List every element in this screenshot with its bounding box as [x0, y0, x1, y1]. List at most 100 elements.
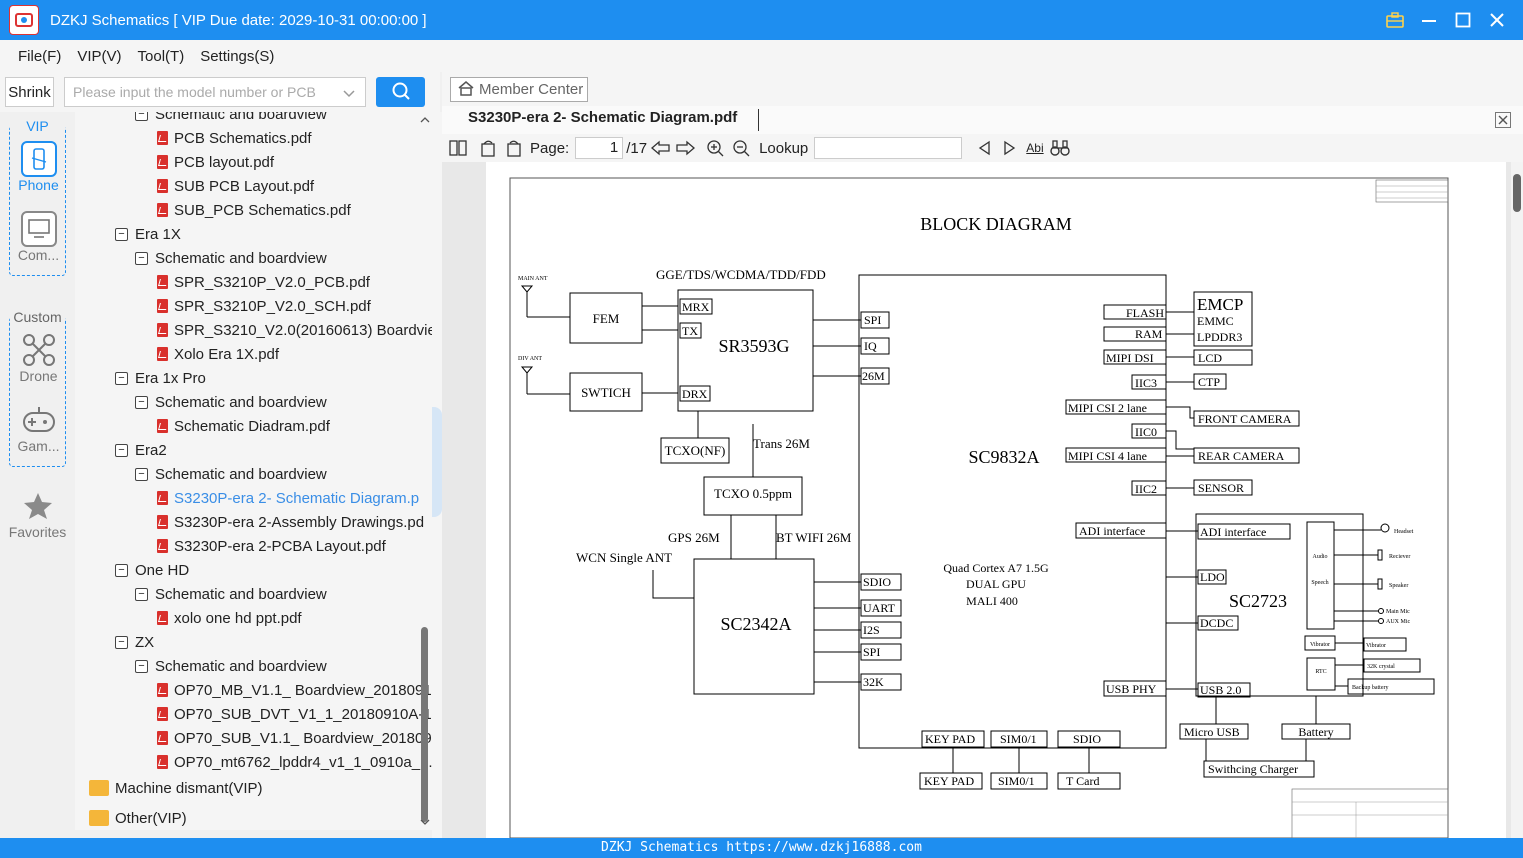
- rail-item-game[interactable]: Gam...: [10, 402, 67, 454]
- rail-item-drone[interactable]: Drone: [10, 332, 67, 384]
- collapse-toggle-icon[interactable]: −: [115, 227, 128, 241]
- menu-file[interactable]: File(F): [18, 47, 62, 65]
- tree-folder-item[interactable]: −Era 1X: [115, 222, 181, 246]
- tree-folder-item[interactable]: −ZX: [115, 630, 154, 654]
- tree-folder-item[interactable]: −Era 1x Pro: [115, 366, 206, 390]
- pin-iic3: IIC3: [1135, 376, 1157, 390]
- folder-icon: [89, 810, 109, 826]
- tree-item-label: OP70_mt6762_lpddr4_v1_1_0910a_1.p: [174, 753, 433, 771]
- tree-file-item[interactable]: OP70_SUB_V1.1_ Boardview_2018091: [157, 726, 433, 750]
- collapse-toggle-icon[interactable]: −: [115, 635, 128, 649]
- tree-folder-item[interactable]: −Era2: [115, 438, 167, 462]
- rf-pin-26m: 26M: [862, 369, 885, 383]
- tree-root-folder[interactable]: Machine dismant(VIP): [89, 776, 263, 800]
- tree-root-folder[interactable]: Other(VIP): [89, 806, 187, 830]
- div-ant-label: DIV ANT: [518, 356, 542, 362]
- tx-label: TX: [682, 324, 698, 338]
- find-prev-icon[interactable]: [974, 138, 994, 158]
- tree-folder-item[interactable]: −Schematic and boardview: [135, 654, 327, 678]
- search-input[interactable]: Please input the model number or PCB: [64, 77, 366, 107]
- tree-file-item[interactable]: OP70_mt6762_lpddr4_v1_1_0910a_1.p: [157, 750, 433, 774]
- prev-page-icon[interactable]: [651, 138, 671, 158]
- tree-folder-item[interactable]: −One HD: [115, 558, 189, 582]
- rotate-left-icon[interactable]: [478, 138, 498, 158]
- next-page-icon[interactable]: [675, 138, 696, 158]
- tree-scrollbar[interactable]: [418, 112, 432, 830]
- collapse-toggle-icon[interactable]: −: [115, 443, 128, 457]
- pdf-viewer[interactable]: BLOCK DIAGRAM MAIN ANT DIV ANT FEM SWTIC…: [442, 162, 1511, 838]
- rail-item-computer[interactable]: Com...: [10, 211, 67, 263]
- close-document-icon[interactable]: [1495, 112, 1511, 128]
- pin-iic2: IIC2: [1135, 482, 1157, 496]
- search-placeholder: Please input the model number or PCB: [73, 84, 316, 100]
- find-next-icon[interactable]: [1000, 138, 1020, 158]
- maximize-icon[interactable]: [1453, 10, 1473, 30]
- collapse-handle[interactable]: [432, 407, 442, 517]
- document-tab[interactable]: S3230P-era 2- Schematic Diagram.pdf: [468, 109, 738, 126]
- rail-item-favorites[interactable]: Favorites: [9, 488, 66, 540]
- member-center-button[interactable]: Member Center: [450, 77, 588, 102]
- close-icon[interactable]: [1487, 10, 1507, 30]
- viewer-scroll-thumb[interactable]: [1513, 174, 1521, 212]
- tree-file-item[interactable]: S3230P-era 2-Assembly Drawings.pd: [157, 510, 424, 534]
- collapse-toggle-icon[interactable]: −: [135, 395, 148, 409]
- tree-file-item[interactable]: PCB layout.pdf: [157, 150, 274, 174]
- vip-label: VIP: [10, 118, 65, 134]
- shrink-button[interactable]: Shrink: [5, 77, 54, 107]
- collapse-toggle-icon[interactable]: −: [115, 371, 128, 385]
- collapse-toggle-icon[interactable]: −: [135, 112, 148, 121]
- match-case-icon[interactable]: Abi: [1026, 141, 1044, 155]
- tree-scroll-thumb[interactable]: [421, 627, 428, 822]
- tree-file-item[interactable]: SUB PCB Layout.pdf: [157, 174, 314, 198]
- tree-folder-item[interactable]: −Schematic and boardview: [135, 582, 327, 606]
- tree-file-item[interactable]: SUB_PCB Schematics.pdf: [157, 198, 351, 222]
- collapse-toggle-icon[interactable]: −: [135, 251, 148, 265]
- viewer-scrollbar[interactable]: [1511, 162, 1523, 838]
- zoom-out-icon[interactable]: [731, 138, 751, 158]
- tree-folder-item[interactable]: −Schematic and boardview: [135, 246, 327, 270]
- tree-folder-item[interactable]: −Schematic and boardview: [135, 462, 327, 486]
- scroll-up-icon: [420, 117, 430, 123]
- tab-separator: [758, 109, 759, 131]
- menu-vip[interactable]: VIP(V): [77, 47, 122, 65]
- collapse-toggle-icon[interactable]: −: [115, 563, 128, 577]
- tree-file-item[interactable]: Xolo Era 1X.pdf: [157, 342, 279, 366]
- soc-label: SC9832A: [968, 447, 1039, 467]
- collapse-toggle-icon[interactable]: −: [135, 467, 148, 481]
- micro-usb-label: Micro USB: [1184, 725, 1240, 739]
- tree-item-label: Schematic and boardview: [155, 112, 327, 123]
- vip-group: VIP Phone Com...: [9, 118, 67, 276]
- page-label: Page:: [530, 139, 570, 157]
- zoom-in-icon[interactable]: [705, 138, 725, 158]
- lookup-input[interactable]: [814, 137, 963, 159]
- menu-tool[interactable]: Tool(T): [137, 47, 185, 65]
- minimize-icon[interactable]: [1419, 10, 1439, 30]
- pdf-file-icon: [157, 323, 168, 337]
- two-page-icon[interactable]: [448, 138, 468, 158]
- rail-item-phone[interactable]: Phone: [10, 141, 67, 193]
- tree-file-item[interactable]: S3230P-era 2-PCBA Layout.pdf: [157, 534, 386, 558]
- tree-file-item[interactable]: SPR_S3210P_V2.0_PCB.pdf: [157, 270, 370, 294]
- collapse-toggle-icon[interactable]: −: [135, 659, 148, 673]
- rotate-right-icon[interactable]: [504, 138, 524, 158]
- tree-file-item[interactable]: Schematic Diadram.pdf: [157, 414, 330, 438]
- tree-file-item[interactable]: OP70_MB_V1.1_ Boardview_2018091: [157, 678, 432, 702]
- tree-folder-item[interactable]: −Schematic and boardview: [135, 390, 327, 414]
- audio-out-aux-mic: AUX Mic: [1386, 619, 1411, 625]
- tree-file-item[interactable]: SPR_S3210P_V2.0_SCH.pdf: [157, 294, 371, 318]
- menu-settings[interactable]: Settings(S): [200, 47, 275, 65]
- tree-file-item[interactable]: OP70_SUB_DVT_V1_1_20180910A-16: [157, 702, 433, 726]
- tree-folder-item[interactable]: −Schematic and boardview: [135, 112, 327, 126]
- tree-file-item[interactable]: SPR_S3210_V2.0(20160613) Boardvie: [157, 318, 433, 342]
- tree-file-item[interactable]: xolo one hd ppt.pdf: [157, 606, 302, 630]
- briefcase-icon[interactable]: [1385, 10, 1405, 30]
- search-button[interactable]: [376, 77, 425, 107]
- page-number-input[interactable]: 1: [575, 137, 624, 159]
- panel-splitter[interactable]: [432, 112, 442, 838]
- chevron-down-icon[interactable]: [343, 86, 355, 102]
- collapse-toggle-icon[interactable]: −: [135, 587, 148, 601]
- binoculars-icon[interactable]: [1049, 138, 1070, 158]
- category-rail: VIP Phone Com... Custom Drone Gam... Fav…: [0, 112, 75, 838]
- tree-file-item[interactable]: S3230P-era 2- Schematic Diagram.p: [157, 486, 419, 510]
- tree-file-item[interactable]: PCB Schematics.pdf: [157, 126, 312, 150]
